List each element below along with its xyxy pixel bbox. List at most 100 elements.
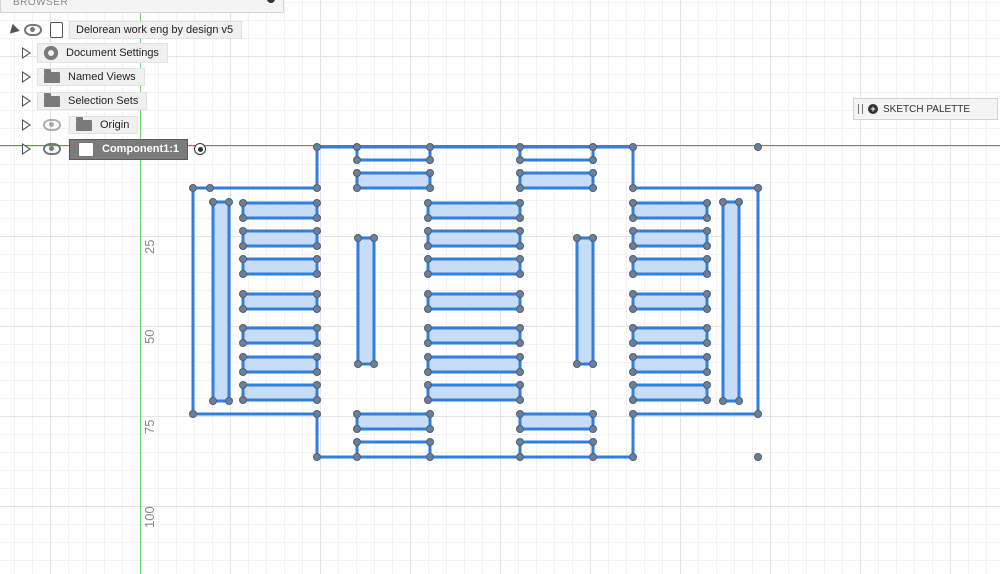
sketch-point[interactable] — [516, 339, 524, 347]
sketch-point[interactable] — [516, 438, 524, 446]
sketch-point[interactable] — [719, 397, 727, 405]
slot-rect[interactable] — [518, 171, 595, 190]
sketch-point[interactable] — [239, 290, 247, 298]
drag-handle-icon[interactable] — [858, 104, 863, 114]
sketch-point[interactable] — [353, 438, 361, 446]
sketch-point[interactable] — [353, 156, 361, 164]
sketch-point[interactable] — [629, 143, 637, 151]
sketch-point[interactable] — [573, 234, 581, 242]
sketch-point[interactable] — [313, 255, 321, 263]
slot-rect[interactable] — [241, 229, 319, 248]
sketch-point[interactable] — [313, 199, 321, 207]
sketch-point[interactable] — [629, 324, 637, 332]
sketch-point[interactable] — [703, 305, 711, 313]
sketch-point[interactable] — [313, 368, 321, 376]
sketch-point[interactable] — [206, 184, 214, 192]
sketch-point[interactable] — [370, 360, 378, 368]
sketch-point[interactable] — [426, 143, 434, 151]
sketch-point[interactable] — [424, 290, 432, 298]
sketch-point[interactable] — [754, 184, 762, 192]
sketch-point[interactable] — [426, 410, 434, 418]
sketch-point[interactable] — [589, 453, 597, 461]
sketch-point[interactable] — [313, 396, 321, 404]
sketch-point[interactable] — [516, 368, 524, 376]
sketch-point[interactable] — [239, 353, 247, 361]
sketch-point[interactable] — [370, 234, 378, 242]
sketch-point[interactable] — [754, 143, 762, 151]
sketch-point[interactable] — [516, 290, 524, 298]
sketch-point[interactable] — [424, 199, 432, 207]
sketch-point[interactable] — [589, 169, 597, 177]
sketch-point[interactable] — [313, 353, 321, 361]
sketch-point[interactable] — [629, 255, 637, 263]
sketch-point[interactable] — [589, 410, 597, 418]
sketch-point[interactable] — [719, 198, 727, 206]
sketch-point[interactable] — [629, 353, 637, 361]
sketch-point[interactable] — [313, 410, 321, 418]
sketch-point[interactable] — [703, 242, 711, 250]
sketch-point[interactable] — [353, 453, 361, 461]
sketch-point[interactable] — [516, 396, 524, 404]
sketch-point[interactable] — [589, 425, 597, 433]
sketch-point[interactable] — [589, 143, 597, 151]
sketch-point[interactable] — [209, 397, 217, 405]
expand-triangle-icon[interactable] — [22, 143, 31, 155]
sketch-point[interactable] — [426, 453, 434, 461]
expand-triangle-icon[interactable] — [22, 95, 31, 107]
sketch-point[interactable] — [225, 397, 233, 405]
slot-rect[interactable] — [241, 383, 319, 402]
sketch-point[interactable] — [516, 214, 524, 222]
sketch-point[interactable] — [424, 305, 432, 313]
sketch-point[interactable] — [629, 396, 637, 404]
sketch-point[interactable] — [424, 242, 432, 250]
sketch-point[interactable] — [239, 227, 247, 235]
sketch-point[interactable] — [239, 242, 247, 250]
tree-row-origin[interactable]: Origin — [22, 115, 139, 135]
sketch-point[interactable] — [629, 227, 637, 235]
sketch-point[interactable] — [424, 396, 432, 404]
sketch-point[interactable] — [424, 227, 432, 235]
sketch-point[interactable] — [703, 255, 711, 263]
sketch-point[interactable] — [703, 396, 711, 404]
sketch-point[interactable] — [313, 214, 321, 222]
sketch-point[interactable] — [313, 143, 321, 151]
sketch-point[interactable] — [516, 156, 524, 164]
slot-rect[interactable] — [241, 355, 319, 374]
sketch-point[interactable] — [589, 184, 597, 192]
sketch-point[interactable] — [313, 453, 321, 461]
sketch-point[interactable] — [735, 198, 743, 206]
slot-rect[interactable] — [575, 236, 595, 366]
sketch-point[interactable] — [239, 339, 247, 347]
slot-rect[interactable] — [631, 326, 709, 345]
slot-rect[interactable] — [518, 412, 595, 431]
sketch-point[interactable] — [424, 270, 432, 278]
expand-plus-icon[interactable]: + — [868, 104, 878, 114]
sketch-point[interactable] — [516, 425, 524, 433]
document-name-chip[interactable]: Delorean work eng by design v5 — [69, 21, 243, 39]
sketch-palette[interactable]: + SKETCH PALETTE — [853, 98, 998, 120]
sketch-point[interactable] — [313, 184, 321, 192]
sketch-point[interactable] — [424, 255, 432, 263]
sketch-point[interactable] — [239, 368, 247, 376]
sketch-point[interactable] — [353, 143, 361, 151]
expand-triangle-icon[interactable] — [22, 71, 31, 83]
sketch-point[interactable] — [703, 290, 711, 298]
sketch-point[interactable] — [589, 438, 597, 446]
sketch-point[interactable] — [629, 184, 637, 192]
slot-rect[interactable] — [356, 236, 376, 366]
sketch-point[interactable] — [426, 184, 434, 192]
sketch-point[interactable] — [516, 381, 524, 389]
sketch-point[interactable] — [516, 227, 524, 235]
sketch-point[interactable] — [516, 324, 524, 332]
sketch-point[interactable] — [353, 169, 361, 177]
slot-rect[interactable] — [355, 171, 432, 190]
sketch-point[interactable] — [239, 255, 247, 263]
sketch-point[interactable] — [516, 270, 524, 278]
sketch-point[interactable] — [703, 214, 711, 222]
slot-rect[interactable] — [631, 383, 709, 402]
sketch-point[interactable] — [424, 339, 432, 347]
sketch-point[interactable] — [516, 184, 524, 192]
visibility-eye-icon[interactable] — [43, 143, 61, 155]
sketch-point[interactable] — [426, 425, 434, 433]
